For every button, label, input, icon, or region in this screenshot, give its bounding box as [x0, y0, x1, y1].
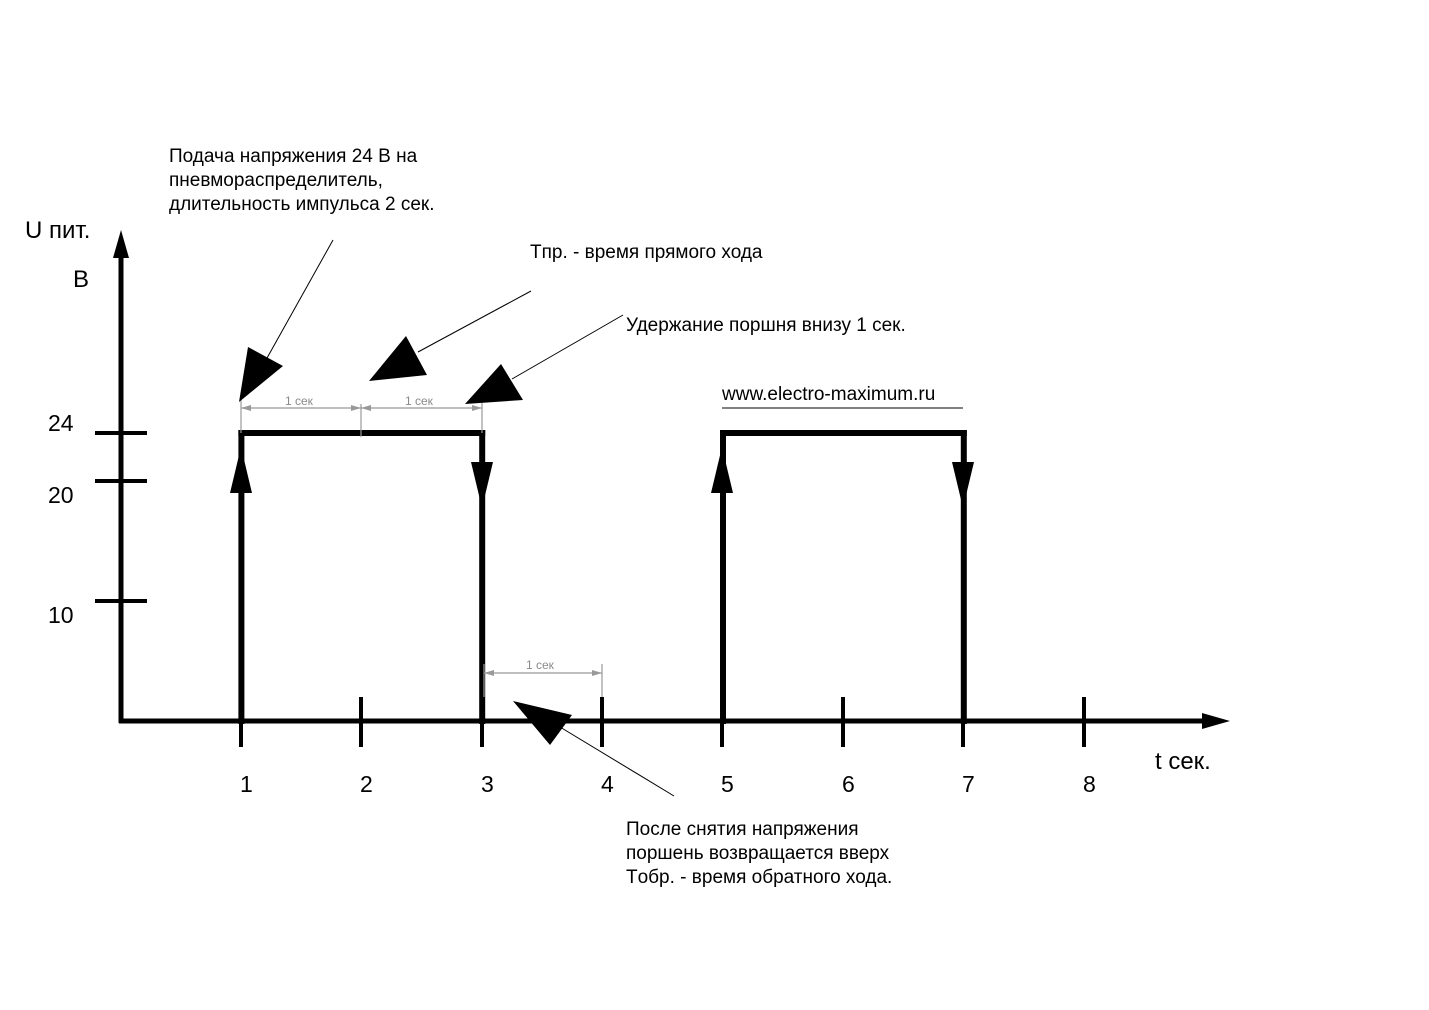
rising-edge-arrow-icon: [230, 447, 252, 493]
annotation-line: поршень возвращается вверх: [626, 843, 890, 864]
website-link[interactable]: www.electro-maximum.ru: [722, 384, 936, 405]
falling-edge-arrow-icon: [952, 462, 974, 508]
return-annotation: После снятия напряжения поршень возвраща…: [626, 818, 892, 890]
annotation-line: Tобр. - время обратного хода.: [626, 867, 893, 888]
y-tick-label: 24: [48, 410, 74, 436]
dimension-forward: [240, 398, 362, 437]
leader-arrow-icon: [513, 701, 572, 745]
dimension-hold-label: 1 сек: [405, 394, 434, 408]
leader-arrow-icon: [465, 364, 523, 404]
x-axis-title: t сек.: [1155, 748, 1211, 775]
leader-arrow-icon: [369, 336, 427, 381]
forward-stroke-annotation: Tпр. - время прямого хода: [530, 242, 763, 263]
leader-arrow-icon: [239, 347, 283, 402]
x-tick-label: 4: [601, 771, 614, 797]
dimension-return-label: 1 сек: [526, 658, 555, 672]
x-tick-label: 3: [481, 771, 494, 797]
x-tick-label: 5: [721, 771, 734, 797]
dimension-hold: [361, 398, 483, 433]
falling-edge-arrow-icon: [471, 462, 493, 508]
leader-forward: [369, 290, 532, 381]
annotation-line: Подача напряжения 24 В на: [169, 146, 418, 167]
hold-annotation: Удержание поршня внизу 1 сек.: [626, 315, 906, 336]
leader-hold: [465, 314, 624, 404]
y-axis-arrow-icon: [113, 230, 129, 258]
leader-supply: [239, 239, 334, 402]
supply-annotation: Подача напряжения 24 В на пневмораспреде…: [169, 145, 435, 217]
x-axis-arrow-icon: [1202, 713, 1230, 729]
y-axis-unit: В: [73, 266, 90, 293]
dimension-return: [483, 664, 603, 697]
x-tick-label: 8: [1083, 771, 1096, 797]
annotation-line: пневмораспределитель,: [169, 170, 383, 191]
y-axis-title: U пит.: [25, 217, 91, 244]
dimension-forward-label: 1 сек: [285, 394, 314, 408]
x-tick-label: 6: [842, 771, 855, 797]
annotation-line: После снятия напряжения: [626, 819, 859, 840]
x-tick-label: 2: [360, 771, 373, 797]
leader-return: [513, 701, 675, 797]
rising-edge-arrow-icon: [711, 447, 733, 493]
y-tick-label: 10: [48, 602, 74, 628]
annotation-line: длительность импульса 2 сек.: [169, 194, 435, 215]
x-tick-label: 7: [962, 771, 975, 797]
x-tick-label: 1: [240, 771, 253, 797]
y-tick-label: 20: [48, 482, 74, 508]
